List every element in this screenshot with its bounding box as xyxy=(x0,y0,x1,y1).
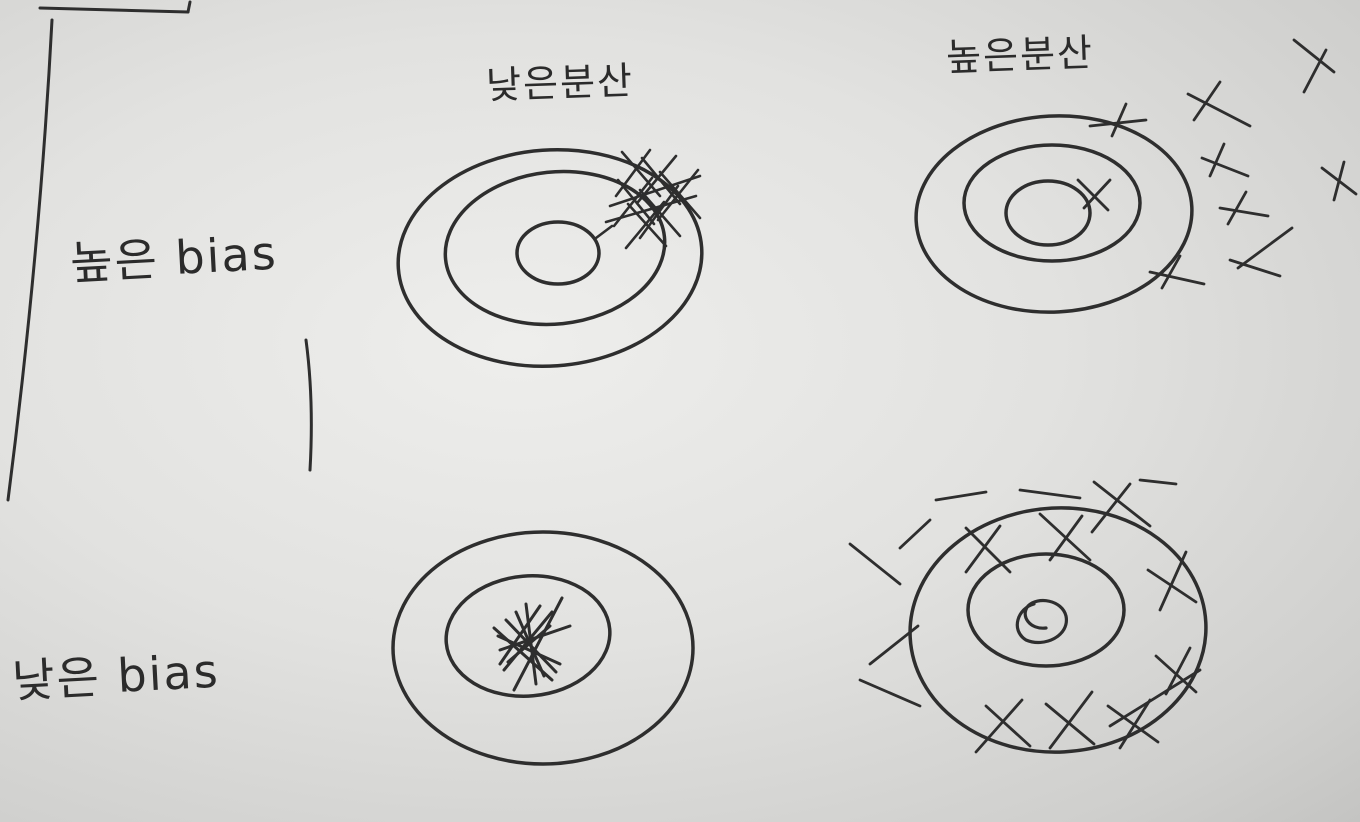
row-label-high-bias: 높은 bias xyxy=(68,225,279,291)
column-label-low-variance: 낮은분산 xyxy=(485,58,635,108)
dense-center-x-marks xyxy=(492,596,572,692)
bullseye-spiral xyxy=(1015,598,1068,645)
middle-ring xyxy=(444,574,612,698)
target-high-bias-low-variance xyxy=(396,147,704,369)
column-label-high-variance: 높은분산 xyxy=(945,30,1095,80)
middle-ring xyxy=(966,552,1126,668)
target-high-bias-high-variance xyxy=(914,38,1358,314)
outer-ring xyxy=(396,147,704,369)
clustered-x-marks xyxy=(594,148,702,250)
scattered-x-marks xyxy=(1076,38,1358,290)
outer-ring xyxy=(914,114,1194,314)
spread-x-marks xyxy=(848,478,1202,754)
outer-ring xyxy=(908,506,1208,754)
middle-ring xyxy=(962,143,1142,263)
target-low-bias-low-variance xyxy=(391,530,695,766)
bullseye xyxy=(1004,179,1092,247)
bullseye xyxy=(515,220,601,286)
middle-ring xyxy=(443,169,667,327)
margin-lines xyxy=(6,0,313,502)
row-label-low-bias: 낮은 bias xyxy=(10,643,221,709)
target-low-bias-high-variance xyxy=(848,478,1208,754)
outer-ring xyxy=(391,530,695,766)
